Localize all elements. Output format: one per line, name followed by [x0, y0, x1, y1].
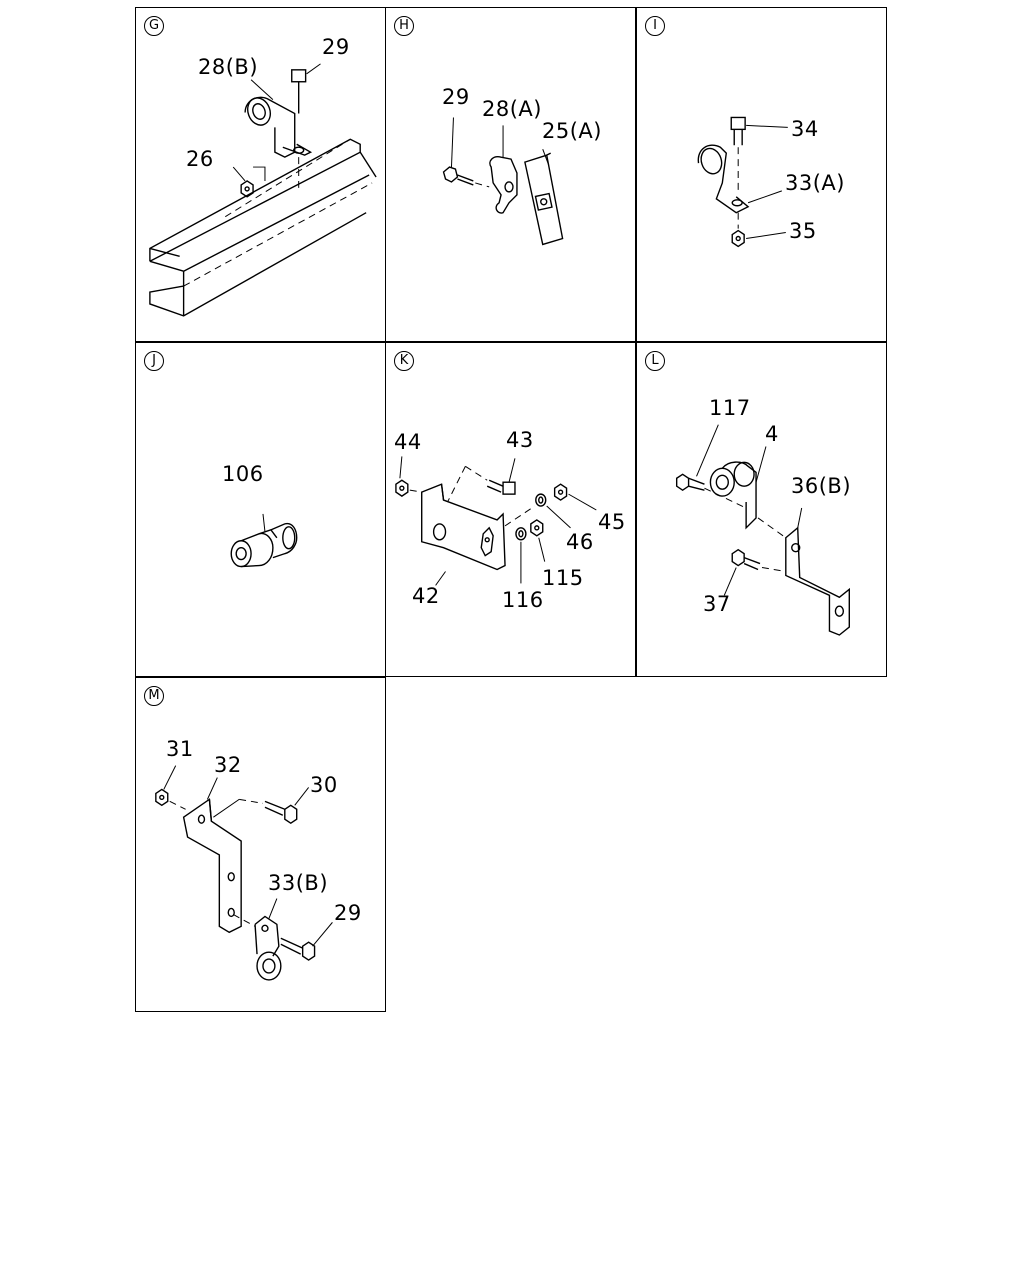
label-26: 26	[186, 147, 214, 171]
panel-badge-g: G	[144, 16, 164, 36]
label-43: 43	[506, 428, 534, 452]
panel-g: G	[135, 7, 386, 342]
label-115: 115	[542, 566, 584, 590]
label-31: 31	[166, 737, 194, 761]
bolt-37	[723, 548, 786, 596]
clip-33a	[697, 144, 783, 214]
diagram-g	[149, 63, 377, 317]
bracket-32	[182, 777, 242, 934]
label-106: 106	[222, 462, 264, 486]
label-29: 29	[334, 901, 362, 925]
label-37: 37	[703, 592, 731, 616]
diagram-h	[442, 117, 564, 246]
label-44: 44	[394, 430, 422, 454]
label-29: 29	[442, 85, 470, 109]
label-28a: 28(A)	[482, 97, 542, 121]
label-34: 34	[791, 117, 819, 141]
diagram-j	[230, 513, 298, 568]
bracket-42	[421, 483, 506, 586]
label-45: 45	[598, 510, 626, 534]
diagram-k	[395, 456, 597, 586]
bolt-43	[447, 458, 516, 503]
nut-45	[553, 483, 597, 511]
diagram-l	[675, 424, 850, 636]
frame-rail	[149, 138, 377, 317]
nut-44	[395, 456, 422, 497]
label-32: 32	[214, 753, 242, 777]
clip-33b	[232, 898, 282, 981]
label-30: 30	[310, 773, 338, 797]
panel-m: M	[135, 677, 386, 1012]
panel-badge-l: L	[645, 351, 665, 371]
panel-h: H 29 28(A) 25(A)	[385, 7, 636, 342]
clip-4	[704, 446, 767, 530]
bolt-30	[239, 787, 310, 825]
bolt-34	[730, 116, 788, 193]
diagram-m	[155, 765, 333, 981]
label-33a: 33(A)	[785, 171, 845, 195]
washer-46	[535, 493, 571, 529]
panel-k: K	[385, 342, 636, 677]
panel-badge-m: M	[144, 686, 164, 706]
clip-28a	[489, 125, 518, 214]
label-42: 42	[412, 584, 440, 608]
panel-badge-j: J	[144, 351, 164, 371]
label-35: 35	[789, 219, 817, 243]
bolt-117	[675, 424, 719, 491]
bracket-36b	[757, 507, 850, 636]
bolt-29	[291, 63, 321, 191]
label-33b: 33(B)	[268, 871, 329, 895]
fitting-106	[230, 513, 298, 568]
label-4: 4	[765, 422, 779, 446]
bolt-29	[442, 117, 490, 188]
bracket-25a	[524, 149, 564, 246]
panel-badge-k: K	[394, 351, 414, 371]
label-29: 29	[322, 35, 350, 59]
label-46: 46	[566, 530, 594, 554]
bolt-29	[280, 922, 333, 961]
panel-l: L	[636, 342, 887, 677]
clip-28b	[244, 96, 313, 158]
label-25a: 25(A)	[542, 119, 602, 143]
label-116: 116	[502, 588, 544, 612]
nut-35	[731, 212, 786, 248]
washer-116	[515, 527, 527, 584]
nut-31	[155, 765, 186, 810]
nut-26	[232, 166, 266, 198]
panel-badge-i: I	[645, 16, 665, 36]
diagram-i	[697, 116, 788, 248]
label-28b: 28(B)	[198, 55, 259, 79]
label-117: 117	[709, 396, 751, 420]
panel-badge-h: H	[394, 16, 414, 36]
panel-i: I 34 33(A) 35	[636, 7, 887, 342]
nut-115	[530, 519, 546, 562]
panel-j: J 106	[135, 342, 386, 677]
label-36b: 36(B)	[791, 474, 852, 498]
